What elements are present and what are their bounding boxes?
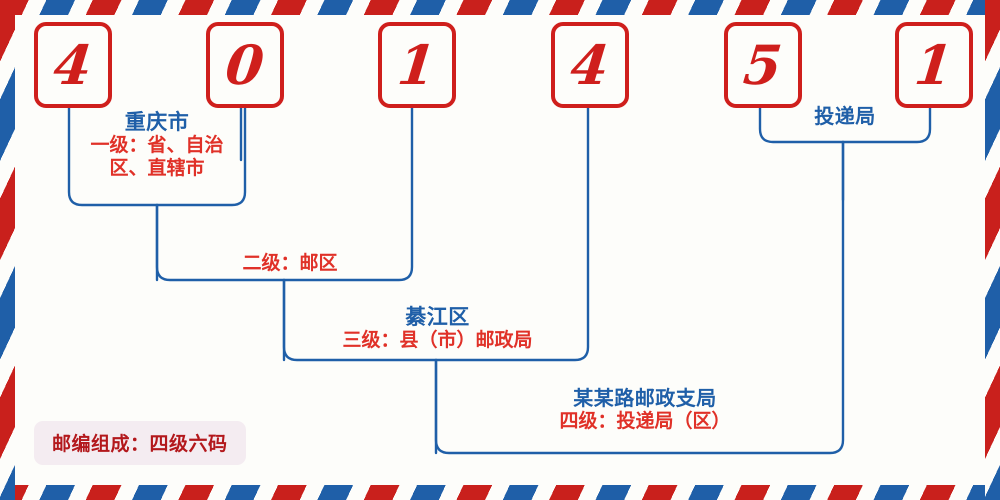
postcode-digit-5: 5 [740,33,786,97]
postcode-digit-box-1: 4 [34,22,112,108]
level-3-place-name: 綦江区 [405,304,470,329]
postcode-digit-4: 4 [567,33,613,97]
level-1-label-group: 重庆市 一级：省、自治区、直辖市 [72,109,242,180]
level-2-label-group: 二级：邮区 [180,252,400,275]
airmail-border-bottom [0,485,1000,500]
postcode-digit-6: 1 [911,33,957,97]
postcode-composition-badge: 邮编组成：四级六码 [34,421,246,465]
level-4-place-name: 某某路邮政支局 [573,386,717,410]
postcode-digit-box-6: 1 [895,22,973,108]
airmail-border-top [0,0,1000,15]
postcode-digit-box-2: 0 [206,22,284,108]
level-4-description: 四级：投递局（区） [559,410,731,432]
level-4-label-group: 某某路邮政支局 四级：投递局（区） [470,387,820,433]
delivery-office-label: 投递局 [814,104,876,128]
postcode-digit-box-4: 4 [551,22,629,108]
level-1-place-name: 重庆市 [124,109,190,134]
level-3-label-group: 綦江区 三级：县（市）邮政局 [300,304,575,352]
postcode-digit-2: 0 [222,33,268,97]
postcode-digit-box-5: 5 [724,22,802,108]
level-2-description: 二级：邮区 [242,252,338,274]
level-1-description: 一级：省、自治区、直辖市 [90,134,224,179]
postcode-digit-3: 1 [394,33,440,97]
delivery-office-label-group: 投递局 [760,105,930,128]
airmail-border-right [985,0,1000,500]
level-3-description: 三级：县（市）邮政局 [342,329,533,352]
airmail-border-left [0,0,15,500]
postcode-digit-1: 4 [50,33,96,97]
postcode-digit-box-3: 1 [378,22,456,108]
